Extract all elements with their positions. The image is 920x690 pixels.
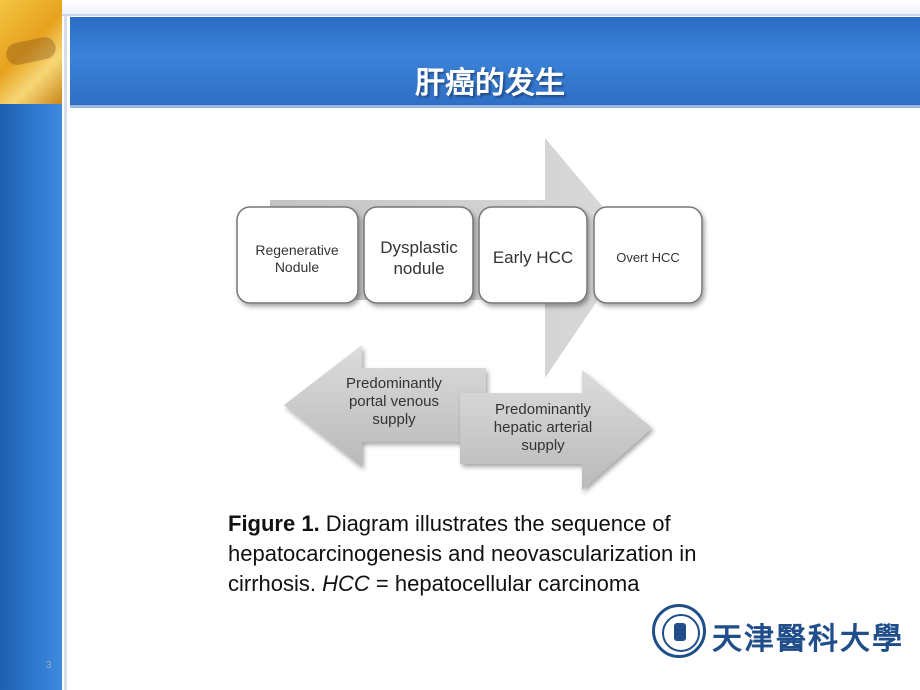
arrow-label: Predominantly	[495, 401, 591, 418]
stage-box-overt-hcc	[593, 206, 703, 304]
caption-text: Diagram illustrates the sequence of hepa…	[228, 511, 697, 596]
stage-label: Overt HCC	[616, 250, 680, 265]
caption-label: Figure 1.	[228, 511, 320, 536]
slide-title: 肝癌的发生	[415, 66, 565, 101]
figure-caption: Figure 1. Diagram illustrates the sequen…	[228, 509, 788, 599]
stage-label: Nodule	[275, 259, 320, 275]
stage-label: Regenerative	[255, 242, 338, 258]
corner-handshake-image	[0, 0, 62, 104]
arrow-label: portal venous	[349, 393, 439, 410]
top-strip	[62, 0, 920, 14]
left-sidebar-band	[0, 0, 62, 690]
university-seal-icon	[652, 604, 706, 658]
arrow-label: hepatic arterial	[494, 419, 592, 436]
stage-box-regenerative	[236, 206, 359, 304]
university-name: 天津醫科大學	[712, 622, 904, 657]
page-number: 3	[46, 660, 52, 671]
arrow-label: supply	[372, 411, 416, 428]
header-divider	[70, 105, 920, 108]
top-divider	[62, 14, 920, 16]
caption-abbreviation: HCC	[322, 571, 370, 596]
portal-venous-arrow	[284, 345, 486, 467]
arrow-label: supply	[521, 437, 565, 454]
stage-box-dysplastic	[363, 206, 474, 304]
stage-label: Dysplastic	[380, 238, 458, 257]
stage-label: Early HCC	[493, 248, 573, 267]
caption-text-end: = hepatocellular carcinoma	[369, 571, 640, 596]
arrow-label: Predominantly	[346, 375, 442, 392]
sidebar-divider	[64, 0, 67, 690]
university-logo: 天津醫科大學	[652, 604, 902, 664]
stage-box-early-hcc	[478, 206, 588, 304]
hepatic-arterial-arrow	[460, 370, 652, 490]
title-header-band	[70, 17, 920, 105]
stage-label: nodule	[393, 259, 444, 278]
